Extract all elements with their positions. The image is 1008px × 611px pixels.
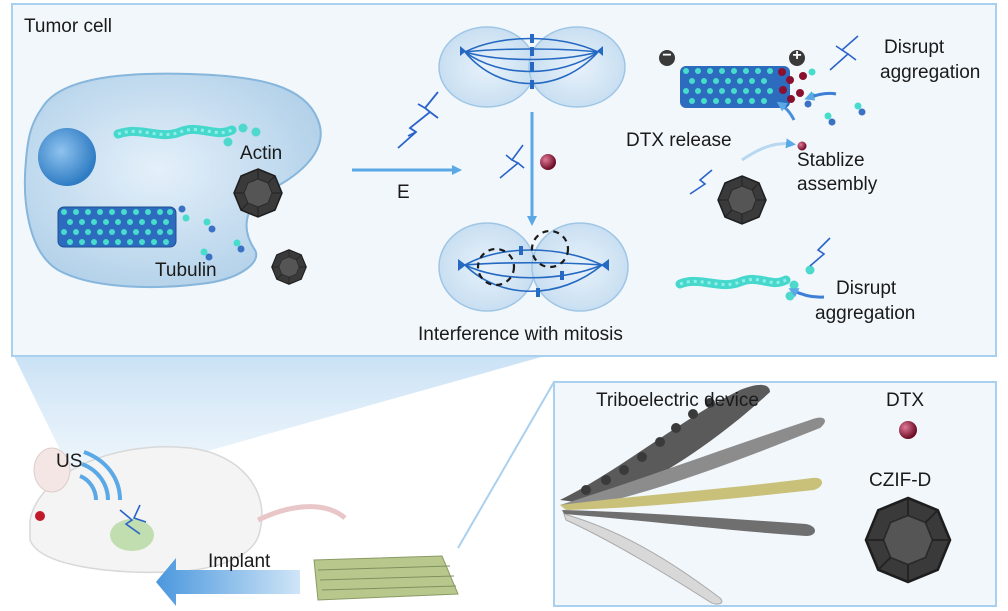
plus-end-badge — [789, 50, 805, 66]
panel-title: Tumor cell — [24, 16, 112, 37]
zoom-line — [457, 381, 555, 549]
disrupt-top-label-line1: Disrupt — [884, 37, 945, 58]
actin-filament — [113, 123, 261, 147]
dtx-drug-center — [540, 154, 556, 170]
czif-particle-small — [271, 249, 307, 285]
czif-particle-right — [717, 175, 767, 225]
stabilize-arrow — [776, 101, 796, 121]
implant-label: Implant — [208, 551, 271, 572]
mitotic-cell-disrupted — [438, 222, 629, 312]
lightning-icon-left-of-czif — [689, 169, 713, 195]
lightning-icon-bottom-right — [809, 237, 831, 267]
implant-patch — [313, 555, 459, 601]
minus-end-badge — [659, 50, 675, 66]
actin-filament-disrupted — [675, 265, 815, 301]
tubulin-label: Tubulin — [155, 260, 217, 281]
dtx-legend-dot — [899, 421, 917, 439]
stabilize-label-line1: Stablize — [797, 150, 865, 171]
lightning-icon-center — [499, 144, 525, 179]
lightning-icon — [397, 91, 439, 149]
device-label: Triboelectric device — [596, 390, 759, 411]
zoom-funnel — [14, 356, 545, 470]
tubulin-microtubule — [57, 205, 245, 261]
czif-particle-in-cell — [233, 168, 283, 218]
mitosis-caption: Interference with mitosis — [418, 324, 623, 345]
actin-label: Actin — [240, 143, 283, 164]
disrupt-top-label-line2: aggregation — [880, 62, 981, 83]
mouse-illustration — [29, 446, 347, 574]
lightning-icon-top-right — [829, 35, 859, 71]
czif-legend-label: CZIF-D — [869, 470, 932, 491]
implant-arrow — [156, 558, 300, 606]
cell-nucleus — [38, 128, 96, 186]
minus-symbol: − — [662, 47, 672, 64]
mitotic-cell-normal — [438, 26, 626, 108]
field-label: E — [397, 182, 410, 203]
czif-legend-particle — [864, 496, 952, 584]
disrupt-arrow-bottom — [788, 288, 825, 299]
stabilize-label-line2: assembly — [797, 174, 878, 195]
triboelectric-device — [560, 384, 825, 605]
disrupt-bottom-label-line1: Disrupt — [836, 278, 897, 299]
us-label: US — [56, 451, 83, 472]
plus-symbol: + — [792, 47, 802, 64]
assembly-arrow — [804, 91, 837, 101]
dtx-drug-released — [797, 141, 807, 151]
dtx-legend-label: DTX — [886, 390, 924, 411]
disrupt-bottom-label-line2: aggregation — [815, 303, 916, 324]
dtx-release-label: DTX release — [626, 130, 732, 151]
release-arrow — [741, 138, 796, 162]
